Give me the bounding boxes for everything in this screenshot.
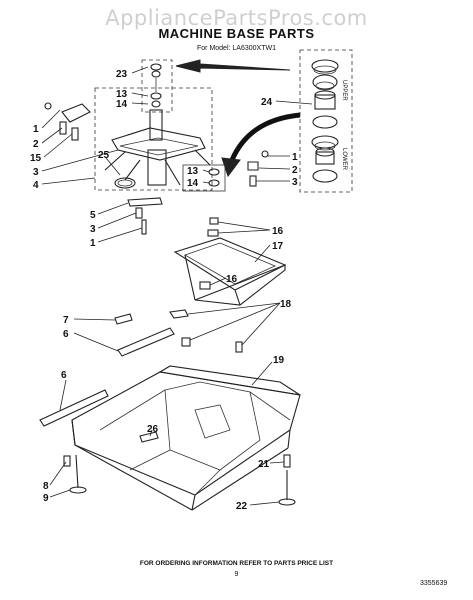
callout-24: 24 (261, 97, 273, 108)
callout-15: 15 (30, 153, 42, 164)
callout-19: 19 (273, 355, 285, 366)
callout-1-left: 1 (33, 124, 39, 135)
callout-21: 21 (258, 459, 270, 470)
callout-2-left: 2 (33, 139, 39, 150)
callout-16-top: 16 (272, 226, 284, 237)
callout-25: 25 (98, 150, 110, 161)
suspension-frame (173, 217, 287, 306)
left-bracket-hardware (44, 102, 91, 141)
page-title: MACHINE BASE PARTS (158, 26, 315, 41)
curved-arrow-to-seal (221, 112, 301, 178)
model-subtitle: For Model: LA6300XTW1 (197, 45, 276, 52)
callout-9: 9 (43, 493, 49, 504)
callout-8: 8 (43, 481, 49, 492)
seal-kit-dashed-outline (299, 49, 353, 193)
callout-22: 22 (236, 501, 248, 512)
ordering-info-footer: FOR ORDERING INFORMATION REFER TO PARTS … (139, 560, 334, 567)
callout-1-mid: 1 (90, 238, 96, 249)
callout-13-top: 13 (116, 89, 128, 100)
seal-kit-upper-parts (311, 59, 339, 129)
callout-26: 26 (147, 424, 159, 435)
callout-3-left: 3 (33, 167, 39, 178)
transmission-assembly (104, 109, 211, 189)
callout-4: 4 (33, 180, 39, 191)
callout-7: 7 (63, 315, 69, 326)
arrow-to-gearbox (175, 59, 291, 73)
callout-13-right: 13 (187, 166, 199, 177)
callout-3-mid: 3 (90, 224, 96, 235)
callout-5: 5 (90, 210, 96, 221)
base-frame (71, 365, 301, 511)
page-number: 9 (234, 571, 239, 578)
callout-6-top: 6 (63, 329, 69, 340)
seal-kit-upper-label: UPPER (341, 80, 347, 101)
document-number: 3355639 (420, 580, 448, 587)
seal-kit-lower-label: LOWER (341, 148, 347, 171)
gearbox-stack (150, 63, 162, 108)
callout-18: 18 (280, 299, 292, 310)
seal-kit-lower-parts (311, 135, 339, 183)
leader-lines (41, 66, 313, 506)
callout-17: 17 (272, 241, 284, 252)
upper-assembly-dashed-outline (94, 87, 213, 191)
callout-2-right: 2 (292, 165, 298, 176)
callout-6-bottom: 6 (61, 370, 67, 381)
small-clips (169, 309, 243, 353)
callout-14-right: 14 (187, 178, 199, 189)
clip-hardware (127, 197, 163, 235)
callout-23: 23 (116, 69, 128, 80)
callout-14-top: 14 (116, 99, 128, 110)
callout-1-right: 1 (292, 152, 298, 163)
callout-16-mid: 16 (226, 274, 238, 285)
callout-3-right: 3 (292, 177, 298, 188)
watermark: AppliancePartsPros.com (105, 6, 368, 30)
callout-numbers: 23 13 14 24 1 2 15 3 4 25 13 14 1 2 3 5 … (30, 69, 298, 512)
brace-strips (39, 313, 175, 427)
